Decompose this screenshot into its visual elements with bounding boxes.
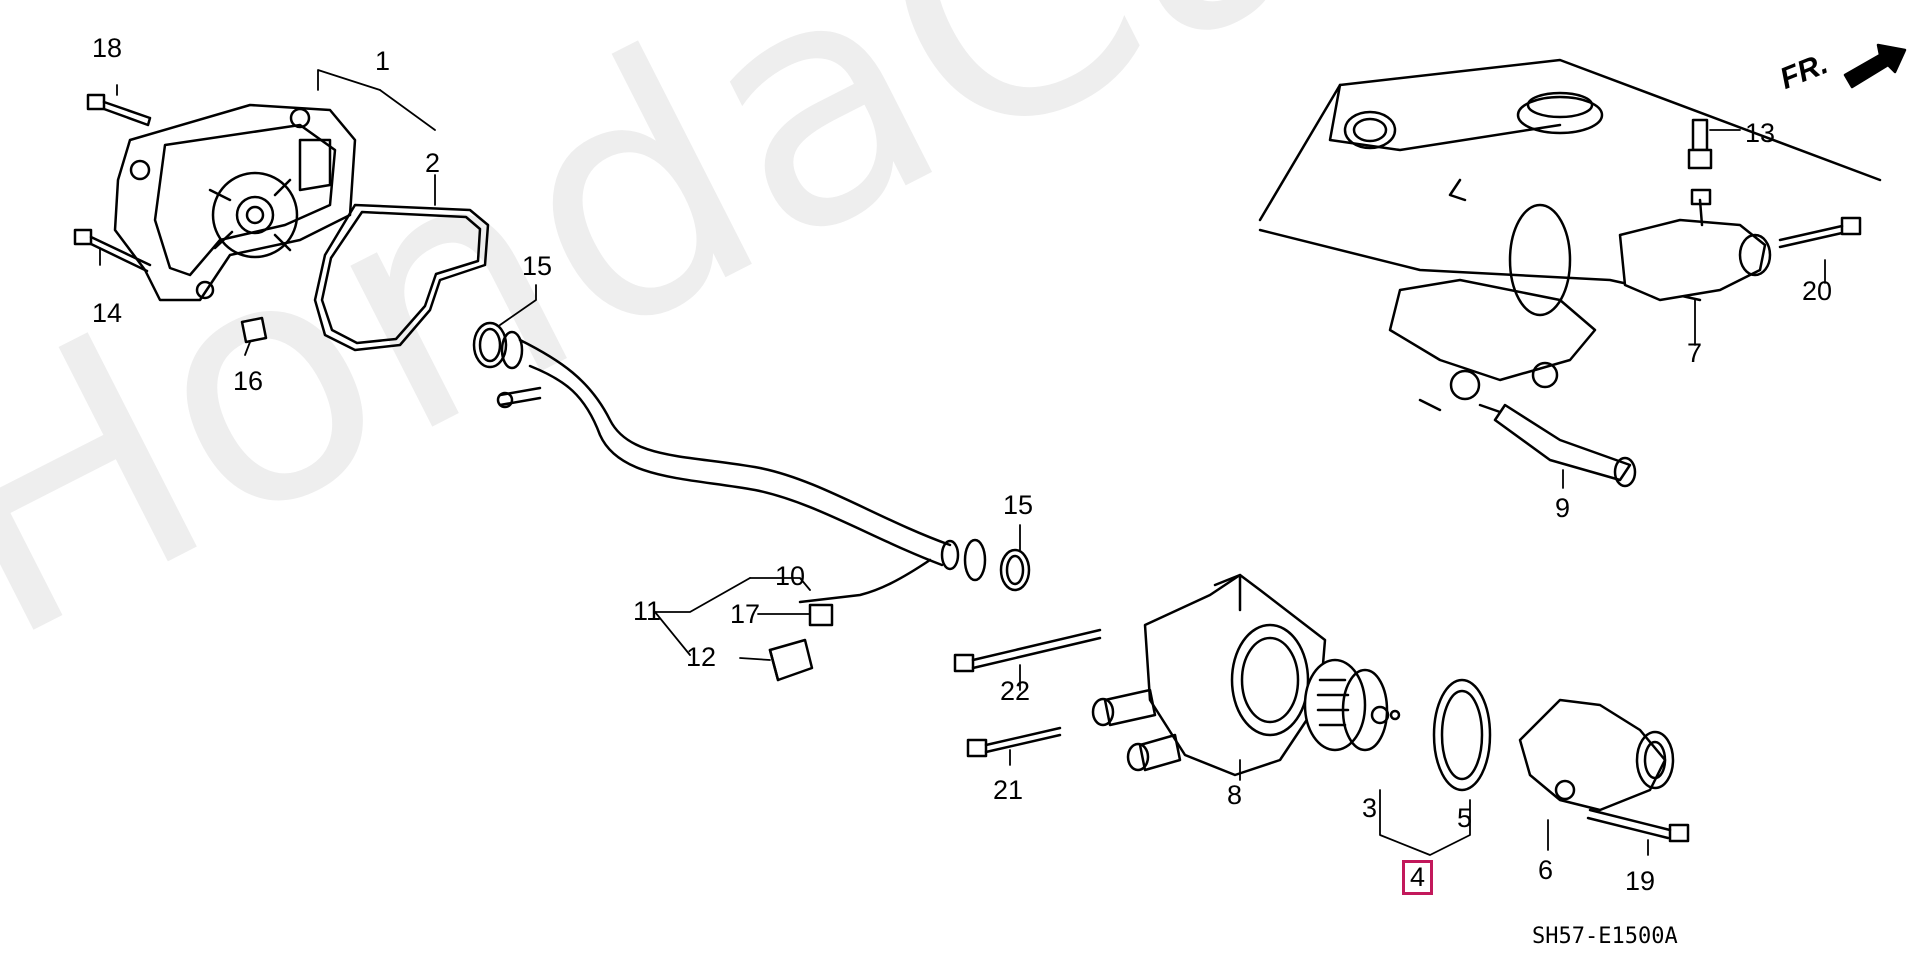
callout-17[interactable]: 17 [730, 599, 761, 629]
water-pipe[interactable] [496, 330, 987, 582]
callout-22[interactable]: 22 [1000, 676, 1031, 706]
callout-15-bottom[interactable]: 15 [1003, 490, 1034, 520]
bolt-21[interactable] [966, 726, 1062, 758]
bypass-hose[interactable] [798, 558, 932, 604]
callout-10[interactable]: 10 [775, 561, 806, 591]
o-ring-15b[interactable] [999, 548, 1031, 592]
thermostat[interactable] [1303, 658, 1401, 752]
callout-3[interactable]: 3 [1362, 793, 1378, 823]
callout-21[interactable]: 21 [993, 775, 1024, 805]
leader-lines [99, 69, 1826, 856]
bolt-22[interactable] [953, 628, 1102, 673]
callout-18[interactable]: 18 [92, 33, 123, 63]
water-passage-7[interactable] [1618, 188, 1772, 302]
hose-12[interactable] [768, 638, 814, 682]
diagram-code: SH57-E1500A [1532, 924, 1678, 949]
callout-16[interactable]: 16 [233, 366, 264, 396]
bolt-19[interactable] [1586, 808, 1690, 843]
callout-15-top[interactable]: 15 [522, 251, 553, 281]
callout-11[interactable]: 11 [633, 596, 662, 626]
pump-gasket[interactable] [313, 203, 490, 352]
front-arrow-icon [1843, 43, 1907, 89]
bolt-18[interactable] [86, 93, 152, 127]
callout-12[interactable]: 12 [686, 642, 717, 672]
cylinder-head [1258, 58, 1882, 414]
bolt-20[interactable] [1778, 216, 1862, 249]
thermostat-housing[interactable] [1091, 573, 1327, 777]
callout-2[interactable]: 2 [425, 148, 441, 178]
callout-13[interactable]: 13 [1745, 118, 1776, 148]
water-outlet[interactable] [1518, 698, 1675, 812]
callout-7[interactable]: 7 [1687, 338, 1703, 368]
callout-9[interactable]: 9 [1555, 493, 1571, 523]
callout-19[interactable]: 19 [1625, 866, 1656, 896]
callout-1[interactable]: 1 [375, 46, 391, 76]
o-ring-15a[interactable] [472, 321, 508, 369]
fitting-9[interactable] [1493, 403, 1637, 488]
callout-14[interactable]: 14 [92, 298, 123, 328]
callout-4-highlighted[interactable]: 4 [1402, 860, 1434, 895]
callout-5[interactable]: 5 [1457, 803, 1473, 833]
thermostat-gasket[interactable] [1432, 678, 1492, 792]
callout-8[interactable]: 8 [1227, 780, 1243, 810]
callout-20[interactable]: 20 [1802, 276, 1833, 306]
hose-clamp-17[interactable] [808, 603, 834, 627]
dowel-pin-16[interactable] [240, 316, 268, 344]
water-pump[interactable] [113, 103, 357, 302]
callout-6[interactable]: 6 [1538, 855, 1554, 885]
sensor-13[interactable] [1687, 118, 1713, 170]
